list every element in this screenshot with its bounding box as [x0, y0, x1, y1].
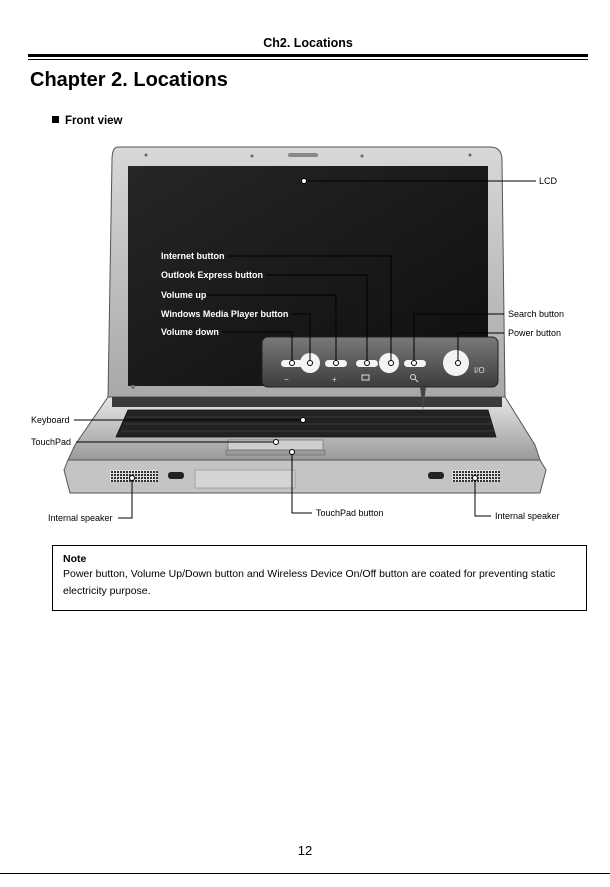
header-rule	[28, 54, 588, 57]
bullet-square-icon	[52, 116, 59, 123]
callout-outlook-express-button: Outlook Express button	[161, 270, 263, 280]
touchpad-button-bar	[225, 449, 326, 456]
mail-icon	[361, 374, 370, 381]
speaker-left-leader	[118, 478, 133, 519]
callout-volume-up: Volume up	[161, 290, 207, 300]
power-glyph: I/O	[474, 366, 485, 375]
keyboard	[115, 409, 497, 438]
front-edge	[63, 459, 547, 494]
note-text: Power button, Volume Up/Down button and …	[63, 568, 556, 597]
callout-lcd: LCD	[539, 176, 558, 186]
callout-search-button: Search button	[508, 309, 564, 319]
bezel-details	[131, 153, 472, 389]
front-bay	[194, 469, 296, 489]
volume-up-glyph: +	[332, 375, 337, 384]
volume-down-glyph: −	[284, 375, 289, 384]
wmp-leader	[292, 313, 311, 363]
callout-volume-down: Volume down	[161, 327, 219, 337]
outlook-leader	[266, 274, 368, 363]
search-leader	[413, 313, 504, 363]
indicator-right	[428, 472, 444, 479]
page-number: 12	[297, 843, 313, 858]
footer-rule	[0, 873, 610, 874]
panel-glyphs: − + I/O	[284, 366, 485, 384]
callout-touchpad: TouchPad	[31, 437, 71, 447]
volume-up-leader	[206, 294, 337, 363]
section-heading: Front view	[52, 115, 123, 127]
panel-icons	[361, 374, 419, 383]
volume-down-leader	[222, 331, 293, 363]
leader-endpoints	[129, 178, 478, 481]
section-heading-text: Front view	[65, 115, 123, 127]
callout-internal-speaker-right: Internal speaker	[495, 511, 560, 521]
callout-internal-speaker-left: Internal speaker	[48, 513, 113, 523]
running-header: Ch2. Locations	[263, 36, 353, 50]
chapter-title: Chapter 2. Locations	[30, 69, 228, 91]
hinge-bar	[112, 397, 502, 407]
indicator-left	[168, 472, 184, 479]
callout-touchpad-button: TouchPad button	[316, 508, 384, 518]
internet-leader	[228, 255, 392, 363]
speaker-right-leader	[474, 478, 491, 517]
callout-internet-button: Internet button	[161, 251, 225, 261]
callout-windows-media-player-button: Windows Media Player button	[161, 309, 288, 319]
callout-keyboard: Keyboard	[31, 415, 70, 425]
note-title: Note	[63, 553, 87, 565]
leader-lines	[74, 180, 536, 519]
header-rule-thin	[28, 59, 588, 60]
power-leader	[457, 332, 504, 363]
note-box: Note Power button, Volume Up/Down button…	[52, 545, 587, 611]
callout-power-button: Power button	[508, 328, 561, 338]
search-icon	[410, 374, 416, 380]
inset-pointer	[420, 387, 426, 410]
touchpad-button-leader	[291, 452, 312, 514]
keyboard-keys	[121, 416, 494, 432]
